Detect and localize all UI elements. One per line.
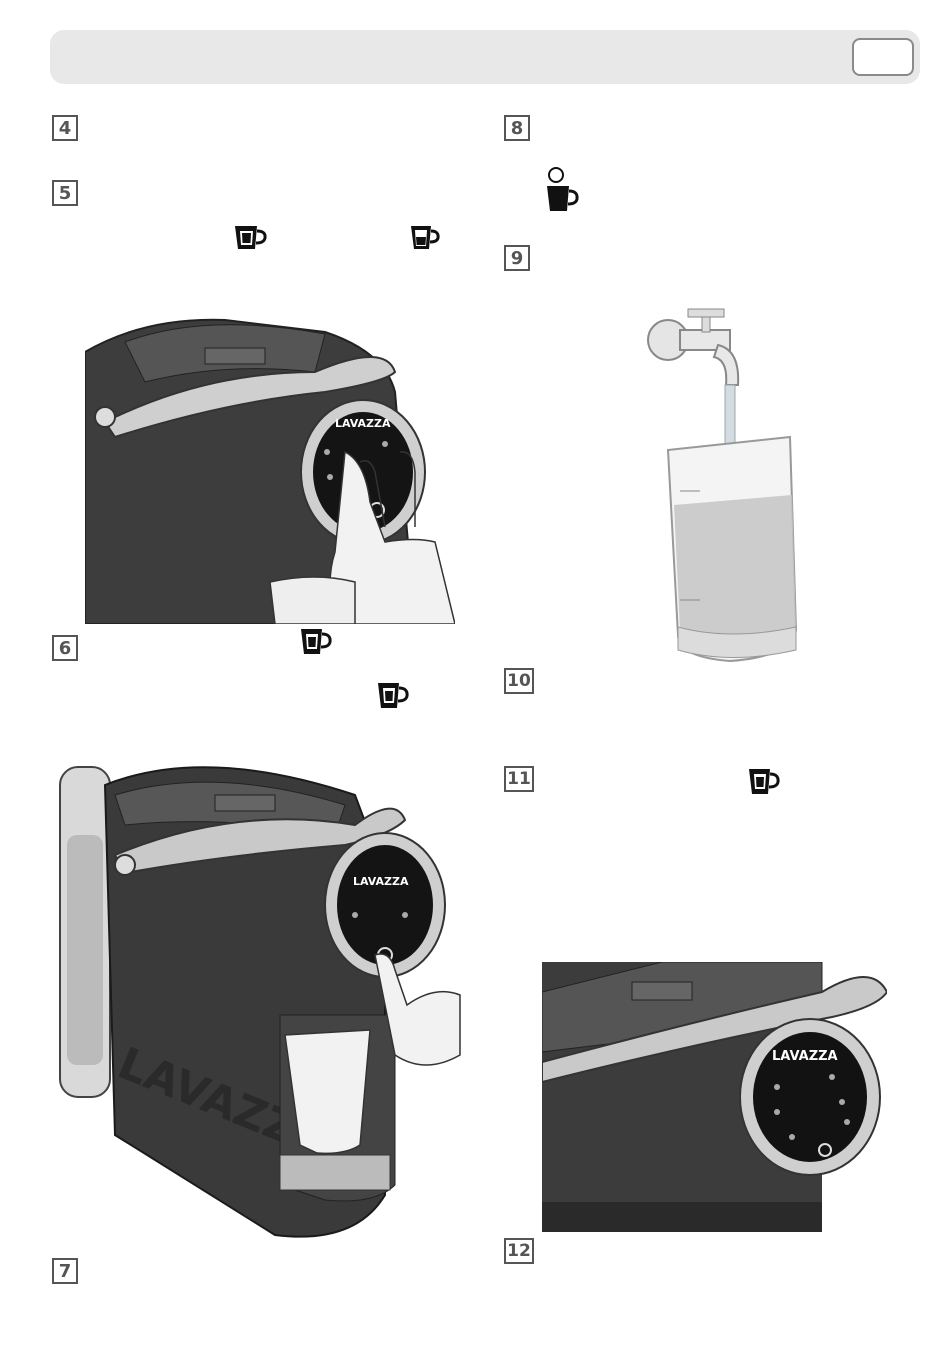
espresso-cup-icon	[300, 628, 332, 656]
step-6-number: 6	[52, 635, 78, 661]
step-9-number: 9	[504, 245, 530, 271]
panel-brand-text: LAVAZZA	[353, 875, 409, 888]
machine-dispense-illustration: LAVAZZA LAVAZZA	[55, 755, 465, 1245]
espresso-cup-icon	[234, 225, 268, 251]
espresso-cup-icon	[748, 768, 780, 796]
cup-half-filled-icon	[410, 225, 440, 251]
power-ring-icon	[546, 165, 566, 185]
water-tank-faucet-illustration	[640, 305, 800, 665]
page-number-box	[852, 38, 914, 76]
step-11-number: 11	[504, 766, 534, 792]
step-5-number: 5	[52, 180, 78, 206]
step-12-number: 12	[504, 1238, 534, 1264]
machine-two-finger-illustration: LAVAZZA	[85, 312, 455, 624]
panel-brand-text: LAVAZZA	[772, 1049, 838, 1064]
machine-panel-closeup-illustration: LAVAZZA	[542, 962, 887, 1232]
step-10-number: 10	[504, 668, 534, 694]
espresso-cup-icon	[546, 185, 580, 213]
step-4-number: 4	[52, 115, 78, 141]
panel-brand-text: LAVAZZA	[335, 417, 391, 430]
header-bar	[50, 30, 920, 84]
step-8-number: 8	[504, 115, 530, 141]
espresso-cup-icon	[377, 682, 409, 710]
step-7-number: 7	[52, 1258, 78, 1284]
